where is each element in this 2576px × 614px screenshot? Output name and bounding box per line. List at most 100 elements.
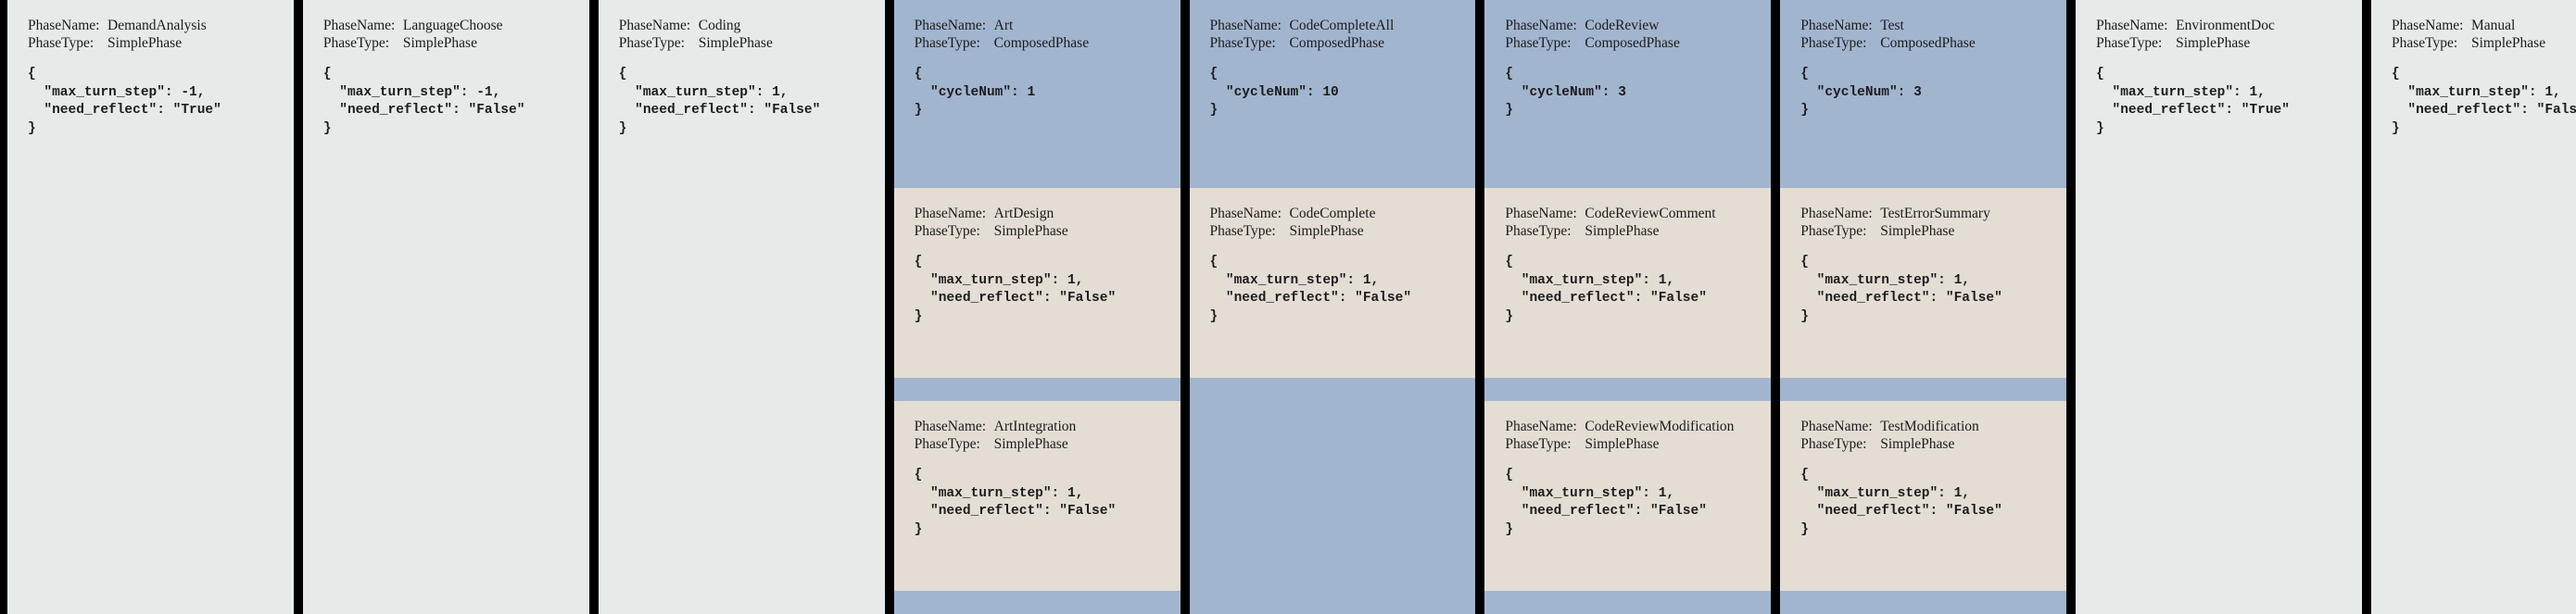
code-complete-phase-name-value: CodeComplete [1289,206,1376,221]
cycle-filler-art [893,591,1181,614]
code-complete-all-phase-type-row: PhaseType:ComposedPhase [1210,34,1476,52]
code-review-comment-config-json: { "max_turn_step": 1, "need_reflect": "F… [1505,255,1707,324]
phase-name-label: PhaseName: [914,18,987,33]
phase-name-label: PhaseName: [1505,206,1577,221]
test-modification-config-json: { "max_turn_step": 1, "need_reflect": "F… [1800,468,2002,537]
code-complete-phase-type-row: PhaseType:SimplePhase [1210,222,1476,240]
cycle-filler-code-review [1484,591,1772,614]
phase-name-label: PhaseName: [28,18,100,33]
code-complete-all-phase-name-value: CodeCompleteAll [1289,18,1395,33]
phase-type-label: PhaseType: [322,35,390,51]
manual-phase-type-row: PhaseType:SimplePhase [2392,34,2576,52]
code-review-modification-phase-name-value: CodeReviewModification [1585,419,1735,434]
language-choose-phase-name-value: LanguageChoose [402,18,503,33]
test-phase-name-value: Test [1880,18,1904,33]
art-design-config-json: { "max_turn_step": 1, "need_reflect": "F… [914,255,1117,324]
code-review-modification-config-json: { "max_turn_step": 1, "need_reflect": "F… [1505,468,1707,537]
cycle-filler-test [1780,591,2067,614]
code-review-phase-type-row: PhaseType:ComposedPhase [1505,34,1771,52]
demand-analysis-phase-name-row: PhaseName: DemandAnalysis [28,17,294,34]
phase-name-label: PhaseName: [322,18,396,33]
phase-name-label: PhaseName: [1209,18,1282,33]
art-integration-phase-type-value: SimplePhase [993,436,1068,452]
phase-name-label: PhaseName: [1800,18,1873,33]
language-choose-phase-type-row: PhaseType:SimplePhase [323,34,589,52]
phase-name-label: PhaseName: [1505,18,1577,33]
manual-config-json: { "max_turn_step": 1, "need_reflect": "F… [2392,67,2576,136]
phase-type-label: PhaseType: [28,35,95,51]
art-integration-phase-name-value: ArtIntegration [993,419,1077,434]
code-review-comment-phase-name-row: PhaseName: CodeReviewComment [1505,205,1771,222]
phase-name-label: PhaseName: [1209,206,1282,221]
code-review-comment-phase-type-value: SimplePhase [1585,223,1660,239]
phase-name-label: PhaseName: [914,206,987,221]
phase-type-label: PhaseType: [1800,436,1867,452]
cycle-divider-code-review-1 [1484,378,1772,401]
demand-analysis-phase-type-row: PhaseType:SimplePhase [28,34,294,52]
phase-type-label: PhaseType: [1505,223,1572,239]
art-phase-type-value: ComposedPhase [993,35,1090,51]
phase-name-label: PhaseName: [914,419,987,434]
cycle-divider-test-1 [1780,378,2067,401]
test-phase-type-row: PhaseType:ComposedPhase [1800,34,2066,52]
coding-phase-type-row: PhaseType:SimplePhase [619,34,885,52]
art-design-phase-type-row: PhaseType:SimplePhase [915,222,1181,240]
environment-doc-phase-type-row: PhaseType:SimplePhase [2096,34,2362,52]
phase-type-label: PhaseType: [914,436,980,452]
art-config-json: { "cycleNum": 1 } [914,67,1036,118]
art-phase-type-row: PhaseType:ComposedPhase [915,34,1181,52]
coding-phase-name-value: Coding [698,18,741,33]
code-review-phase-name-value: CodeReview [1585,18,1660,33]
art-integration-phase-name-row: PhaseName: ArtIntegration [915,418,1181,435]
phase-type-label: PhaseType: [2392,35,2458,51]
phase-name-label: PhaseName: [2096,18,2168,33]
code-review-phase-name-row: PhaseName: CodeReview [1505,17,1771,34]
art-integration-phase-type-row: PhaseType: SimplePhase [915,435,1181,453]
test-modification-phase-type-value: SimplePhase [1880,436,1955,452]
art-phase-name-value: Art [993,18,1014,33]
phase-type-label: PhaseType: [1505,35,1572,51]
phase-type-label: PhaseType: [1209,35,1276,51]
art-design-phase-type-value: SimplePhase [993,223,1068,239]
code-review-comment-phase-name-value: CodeReviewComment [1585,206,1716,221]
code-complete-config-json: { "max_turn_step": 1, "need_reflect": "F… [1209,255,1412,324]
test-error-summary-config-json: { "max_turn_step": 1, "need_reflect": "F… [1800,255,2002,324]
test-modification-phase-type-row: PhaseType: SimplePhase [1800,435,2066,453]
demand-analysis-phase-name-value: DemandAnalysis [107,18,207,33]
